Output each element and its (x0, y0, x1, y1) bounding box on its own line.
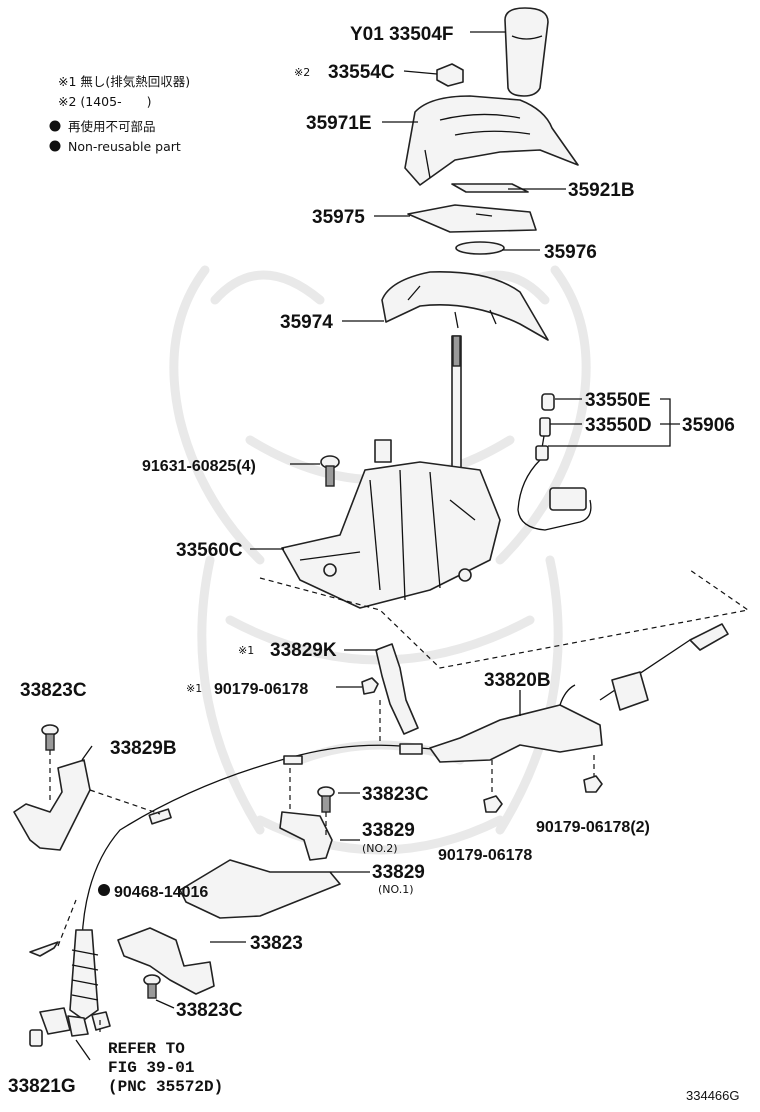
label-33823C-mid: 33823C (362, 784, 429, 805)
bracket-33829B-drawing (13, 759, 91, 851)
shift-knob-drawing (504, 7, 549, 97)
refer-line-3: (PNC 35572D) (108, 1078, 223, 1096)
plate-35921B-drawing (451, 183, 529, 193)
label-35906: 35906 (682, 415, 735, 436)
assembly-guides (49, 569, 750, 1032)
bracket-33823-drawing (117, 927, 215, 995)
nonreusable-en: Non-reusable part (68, 139, 181, 154)
nonreusable-jp: 再使用不可部品 (68, 119, 156, 134)
label-33829-no1: 33829 (372, 862, 425, 883)
gasket-35976-drawing (455, 241, 505, 255)
label-33829B: 33829B (110, 738, 177, 759)
refer-line-1: REFER TO (108, 1040, 185, 1058)
nonreusable-bullet-icon (49, 140, 61, 152)
bolt-33823C-mid-drawing (317, 786, 335, 813)
label-33820B: 33820B (484, 670, 551, 691)
bracket-33829-no2-drawing (279, 811, 333, 861)
button-33554C-drawing (436, 63, 464, 87)
bolt-33823C-lower-drawing (143, 974, 161, 999)
label-33504F: Y01 33504F (350, 24, 454, 45)
shift-lever-drawing (451, 335, 462, 472)
nut-90179-mid-drawing (483, 795, 503, 813)
figure-code: 334466G (686, 1088, 740, 1103)
shift-cable-drawing (69, 743, 471, 1031)
bolt-33823C-left-drawing (41, 724, 59, 751)
sublabel-33829-no1: (NO.1) (378, 883, 414, 896)
note-1: ※1 無し(排気熱回収器) (58, 74, 190, 89)
label-33823C-left: 33823C (20, 680, 87, 701)
label-35921B: 35921B (568, 180, 635, 201)
label-33560C: 33560C (176, 540, 243, 561)
nut-90179-upper-drawing (361, 677, 379, 695)
mark-33554C: ※2 (294, 66, 310, 79)
nonreusable-bullet-icon (98, 884, 110, 896)
label-33823: 33823 (250, 933, 303, 954)
cover-35974-drawing (381, 271, 549, 341)
nonreusable-bullet-icon (49, 120, 61, 132)
label-33829-no2: 33829 (362, 820, 415, 841)
note-2: ※2 (1405- ) (58, 94, 151, 109)
leader-lines (75, 31, 680, 1061)
label-35974: 35974 (280, 312, 333, 333)
label-35975: 35975 (312, 207, 365, 228)
grommet-33821G-drawing (29, 1007, 89, 1047)
label-33550D: 33550D (585, 415, 652, 436)
plate-35975-drawing (407, 204, 537, 233)
shift-housing-drawing (281, 439, 501, 609)
label-33821G: 33821G (8, 1076, 76, 1097)
notes: ※1 無し(排気熱回収器) ※2 (1405- ) 再使用不可部品 Non-re… (49, 74, 190, 154)
nut-90179-right-drawing (583, 775, 603, 793)
part-labels: Y01 33504F ※2 33554C 35971E 35921B 35975… (8, 24, 740, 1103)
label-90179-right: 90179-06178(2) (536, 819, 650, 836)
bolt-91631-drawing (320, 455, 340, 487)
label-33554C: 33554C (328, 62, 395, 83)
label-90179-mid: 90179-06178 (438, 847, 532, 864)
bracket-33829-no1-drawing (179, 859, 341, 919)
sublabel-33829-no2: (NO.2) (362, 842, 398, 855)
label-90468-14016: 90468-14016 (114, 884, 208, 901)
label-33550E: 33550E (585, 390, 651, 411)
refer-line-2: FIG 39-01 (108, 1059, 194, 1077)
mark-33829K: ※1 (238, 644, 254, 657)
label-35971E: 35971E (306, 113, 372, 134)
clip-90468-drawing (29, 941, 59, 957)
label-35976: 35976 (544, 242, 597, 263)
bracket-33829K-drawing (375, 643, 419, 735)
cable-end-drawing (429, 623, 729, 763)
console-cover-drawing (404, 95, 579, 186)
switch-harness-drawing (517, 393, 592, 531)
label-91631-60825: 91631-60825(4) (142, 458, 256, 475)
mark-90179-upper: ※1 (186, 682, 202, 695)
label-90179-upper: 90179-06178 (214, 681, 308, 698)
label-33829K: 33829K (270, 640, 337, 661)
label-33823C-lower: 33823C (176, 1000, 243, 1021)
